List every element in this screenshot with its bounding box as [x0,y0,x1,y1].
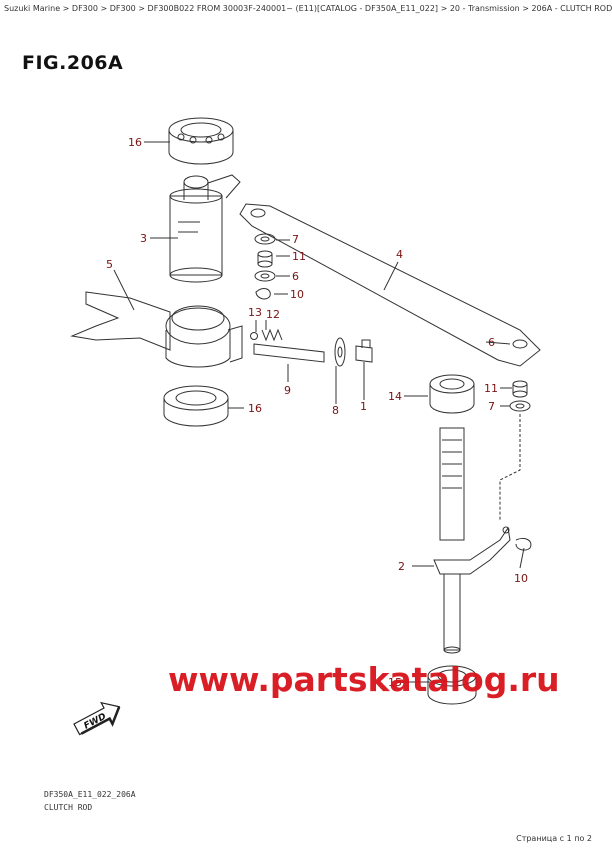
bearing-14 [429,374,475,414]
page-info: Страница с 1 по 2 [516,834,592,843]
watermark: www.partskatalog.ru [168,660,560,699]
callout-7-lower[interactable]: 7 [488,400,495,413]
callout-2[interactable]: 2 [398,560,405,573]
callout-11-upper[interactable]: 11 [292,250,306,263]
callout-16-lower[interactable]: 16 [248,402,262,415]
callout-10-upper[interactable]: 10 [290,288,304,301]
callout-7-upper[interactable]: 7 [292,233,299,246]
callout-14[interactable]: 14 [388,390,402,403]
callout-10-lower[interactable]: 10 [514,572,528,585]
callout-1[interactable]: 1 [360,400,367,413]
callout-15[interactable]: 15 [388,676,402,689]
callout-16-upper[interactable]: 16 [128,136,142,149]
figure-caption: CLUTCH ROD [44,803,93,812]
bearing-15 [427,665,477,705]
figure-code: DF350A_E11_022_206A [44,790,136,799]
callout-5[interactable]: 5 [106,258,113,271]
bearing-lower [163,385,229,427]
callout-3[interactable]: 3 [140,232,147,245]
figure-title: FIG.206A [22,52,124,74]
callout-11-lower[interactable]: 11 [484,382,498,395]
callout-9[interactable]: 9 [284,384,291,397]
callout-4[interactable]: 4 [396,248,403,261]
clutch-lever [239,203,541,367]
clutch-rod-shaft [433,427,511,654]
callout-12[interactable]: 12 [266,308,280,321]
bearing-upper [168,117,234,165]
shift-fork [70,291,243,368]
callout-8[interactable]: 8 [332,404,339,417]
breadcrumb[interactable]: Suzuki Marine > DF300 > DF300 > DF300B02… [4,4,612,13]
callout-13[interactable]: 13 [248,306,262,319]
callout-6-upper[interactable]: 6 [292,270,299,283]
clutch-shaft [169,174,241,283]
callout-6-lower[interactable]: 6 [488,336,495,349]
fwd-arrow-icon: FWD [73,701,121,736]
